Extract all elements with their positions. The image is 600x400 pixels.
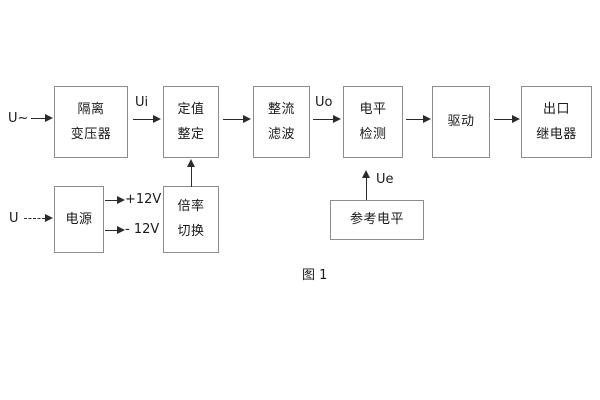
rail-label-positive: +12V (125, 192, 162, 207)
arrow-setpoint-to-rectify (223, 115, 251, 124)
block-level-detect: 电平 检测 (343, 86, 403, 158)
input-label-ac: U~ (8, 111, 29, 126)
block-setpoint-adjust: 定值 整定 (163, 86, 219, 158)
block-rectify-filter: 整流 滤波 (253, 86, 310, 158)
block-label-line: 继电器 (536, 126, 577, 142)
block-power-supply: 电源 (54, 186, 104, 253)
signal-label-uo: Uo (315, 95, 333, 110)
block-label-line: 切换 (177, 224, 205, 239)
arrow-power-supply-negative-rail (105, 226, 125, 235)
block-isolation-transformer: 隔离 变压器 (54, 86, 128, 158)
arrow-isolation-to-setpoint (133, 115, 161, 124)
block-reference-level: 参考电平 (330, 200, 424, 240)
block-label-line: 参考电平 (349, 212, 404, 228)
arrow-reference-level-to-level-detect (362, 170, 371, 200)
input-label-dc: U (9, 211, 19, 226)
arrow-dc-input-to-power-supply (24, 214, 53, 223)
arrow-power-supply-positive-rail (105, 196, 125, 205)
block-label-line: 电平 (359, 101, 387, 117)
figure-caption: 图 1 (302, 268, 328, 283)
signal-label-ue: Ue (376, 172, 394, 187)
arrow-range-switch-to-setpoint (187, 159, 196, 187)
block-label-line: 隔离 (77, 101, 105, 117)
block-label-line: 整流 (267, 101, 295, 117)
block-label-line: 电源 (65, 211, 93, 227)
block-range-switch: 倍率 切换 (163, 186, 219, 253)
block-label-line: 整定 (177, 126, 205, 142)
block-label-line: 驱动 (447, 114, 475, 130)
arrow-level-detect-to-driver (406, 115, 431, 124)
block-label-line: 检测 (359, 126, 387, 142)
block-label-line: 出口 (542, 101, 570, 117)
block-driver: 驱动 (432, 86, 490, 158)
arrow-rectify-to-level-detect (313, 115, 341, 124)
signal-label-ui: Ui (135, 95, 149, 110)
block-label-line: 滤波 (267, 126, 295, 142)
rail-label-negative: - 12V (125, 222, 160, 237)
block-label-line: 变压器 (70, 126, 112, 142)
block-label-line: 倍率 (177, 199, 205, 215)
block-output-relay: 出口 继电器 (521, 86, 592, 158)
arrow-driver-to-output-relay (494, 115, 520, 124)
arrow-ac-input-to-isolation (31, 114, 53, 123)
block-label-line: 定值 (177, 101, 205, 117)
